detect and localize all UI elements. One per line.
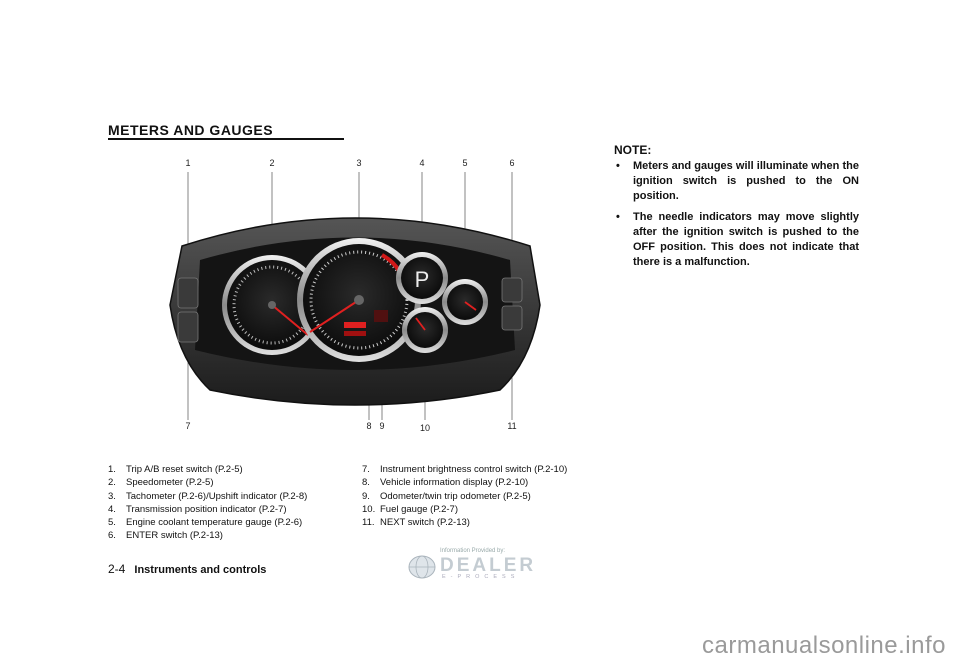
section-rule bbox=[108, 138, 344, 140]
instrument-cluster-figure: P 1 2 3 4 5 6 7 8 9 10 11 bbox=[169, 158, 541, 433]
dealer-eprocess-logo: Information Provided by: DEALER E-PROCES… bbox=[406, 548, 546, 584]
callout-6: 6 bbox=[509, 158, 514, 168]
legend-item: 8.Vehicle information display (P.2-10) bbox=[362, 477, 529, 489]
page-footer: 2-4 Instruments and controls bbox=[108, 562, 266, 576]
note-item: • Meters and gauges will illuminate when… bbox=[614, 159, 859, 204]
globe-icon bbox=[408, 555, 436, 579]
legend-item: 3.Tachometer (P.2-6)/Upshift indicator (… bbox=[108, 490, 308, 502]
callout-8: 8 bbox=[366, 421, 371, 431]
legend-list-left: 1.Trip A/B reset switch (P.2-5) 2.Speedo… bbox=[108, 463, 307, 543]
dealer-caption: Information Provided by: bbox=[440, 548, 506, 554]
legend-item: 10.Fuel gauge (P.2-7) bbox=[362, 503, 458, 515]
legend-item: 2.Speedometer (P.2-5) bbox=[108, 477, 214, 489]
note-item-text: The needle indicators may move slightly … bbox=[633, 211, 859, 268]
callout-7: 7 bbox=[185, 421, 190, 431]
legend-item: 1.Trip A/B reset switch (P.2-5) bbox=[108, 464, 243, 475]
dealer-wordmark: DEALER bbox=[440, 555, 537, 576]
legend-list-right: 7.Instrument brightness control switch (… bbox=[362, 463, 567, 529]
callout-2: 2 bbox=[269, 158, 274, 168]
legend-item: 9.Odometer/twin trip odometer (P.2-5) bbox=[362, 490, 531, 502]
legend-item: 6.ENTER switch (P.2-13) bbox=[108, 530, 223, 542]
watermark-link[interactable]: carmanualsonline.info bbox=[702, 632, 946, 659]
callout-9: 9 bbox=[379, 421, 384, 431]
callout-3: 3 bbox=[356, 158, 361, 168]
bullet-icon: • bbox=[616, 160, 620, 172]
legend-item: 7.Instrument brightness control switch (… bbox=[362, 464, 568, 475]
callout-1: 1 bbox=[185, 158, 190, 168]
callout-10: 10 bbox=[420, 423, 430, 433]
section-title: METERS AND GAUGES bbox=[108, 122, 274, 138]
legend-item: 4.Transmission position indicator (P.2-7… bbox=[108, 503, 287, 515]
note-heading: NOTE: bbox=[614, 143, 652, 157]
callout-11: 11 bbox=[507, 421, 516, 431]
callout-4: 4 bbox=[419, 158, 424, 168]
legend-item: 11.NEXT switch (P.2-13) bbox=[362, 517, 470, 529]
dealer-subtitle: E-PROCESS bbox=[442, 574, 520, 580]
bullet-icon: • bbox=[616, 211, 620, 223]
footer-section-title: Instruments and controls bbox=[134, 564, 267, 576]
note-box: NOTE: • Meters and gauges will illuminat… bbox=[614, 143, 859, 276]
page-number: 2-4 bbox=[108, 562, 126, 576]
note-item-text: Meters and gauges will illuminate when t… bbox=[633, 160, 859, 202]
note-item: • The needle indicators may move slightl… bbox=[614, 210, 859, 270]
legend-item: 5.Engine coolant temperature gauge (P.2-… bbox=[108, 517, 303, 529]
callout-5: 5 bbox=[462, 158, 467, 168]
gear-indicator: P bbox=[415, 267, 430, 292]
